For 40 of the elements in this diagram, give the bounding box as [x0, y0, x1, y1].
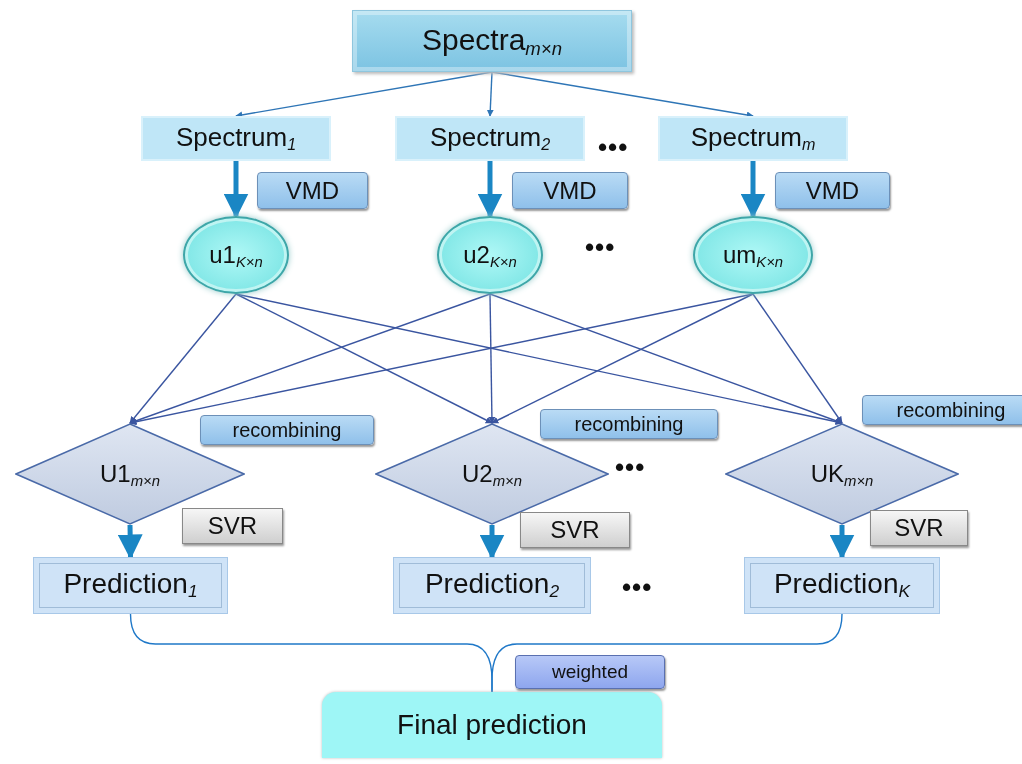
step-tag: SVR [870, 510, 968, 546]
step-tag: SVR [182, 508, 283, 544]
component-ellipse: u2$_{K×n}$ [437, 216, 543, 294]
step-tag: weighted [515, 655, 665, 689]
arrow [129, 293, 237, 424]
result-box: Prediction$_{K}$ [744, 557, 940, 614]
step-tag: recombining [862, 395, 1022, 425]
result-box: Prediction$_{1}$ [33, 557, 228, 614]
step-tag: VMD [257, 172, 368, 209]
ellipsis-dots: ••• [598, 132, 629, 163]
arrow [740, 161, 766, 219]
connector-line [491, 613, 843, 693]
ellipsis-dots: ••• [615, 452, 646, 483]
ellipsis-dots: ••• [622, 572, 653, 603]
arrow [129, 293, 491, 425]
process-box: Spectrum$_{2}$ [395, 116, 585, 161]
arrow [477, 161, 503, 219]
arrow [223, 161, 249, 219]
arrow [491, 293, 754, 424]
arrow [235, 71, 493, 119]
component-ellipse: u1$_{K×n}$ [183, 216, 289, 294]
component-ellipse: um$_{K×n}$ [693, 216, 813, 294]
arrow [752, 293, 843, 424]
step-tag: VMD [775, 172, 890, 209]
process-box: Spectrum$_{1}$ [141, 116, 331, 161]
step-tag: recombining [540, 409, 718, 439]
process-box: Spectra$_{m×n}$ [352, 10, 632, 72]
step-tag: VMD [512, 172, 628, 209]
arrow [235, 293, 843, 426]
step-tag: SVR [520, 512, 630, 548]
process-box: Spectrum$_{m}$ [658, 116, 848, 161]
result-box: Prediction$_{2}$ [393, 557, 591, 614]
arrow [488, 293, 496, 424]
step-tag: recombining [200, 415, 374, 445]
arrow [489, 293, 843, 425]
arrow [491, 71, 754, 119]
arrow [486, 71, 494, 117]
ellipsis-dots: ••• [585, 232, 616, 263]
arrow [235, 293, 493, 424]
process-box: Final prediction [322, 692, 662, 758]
